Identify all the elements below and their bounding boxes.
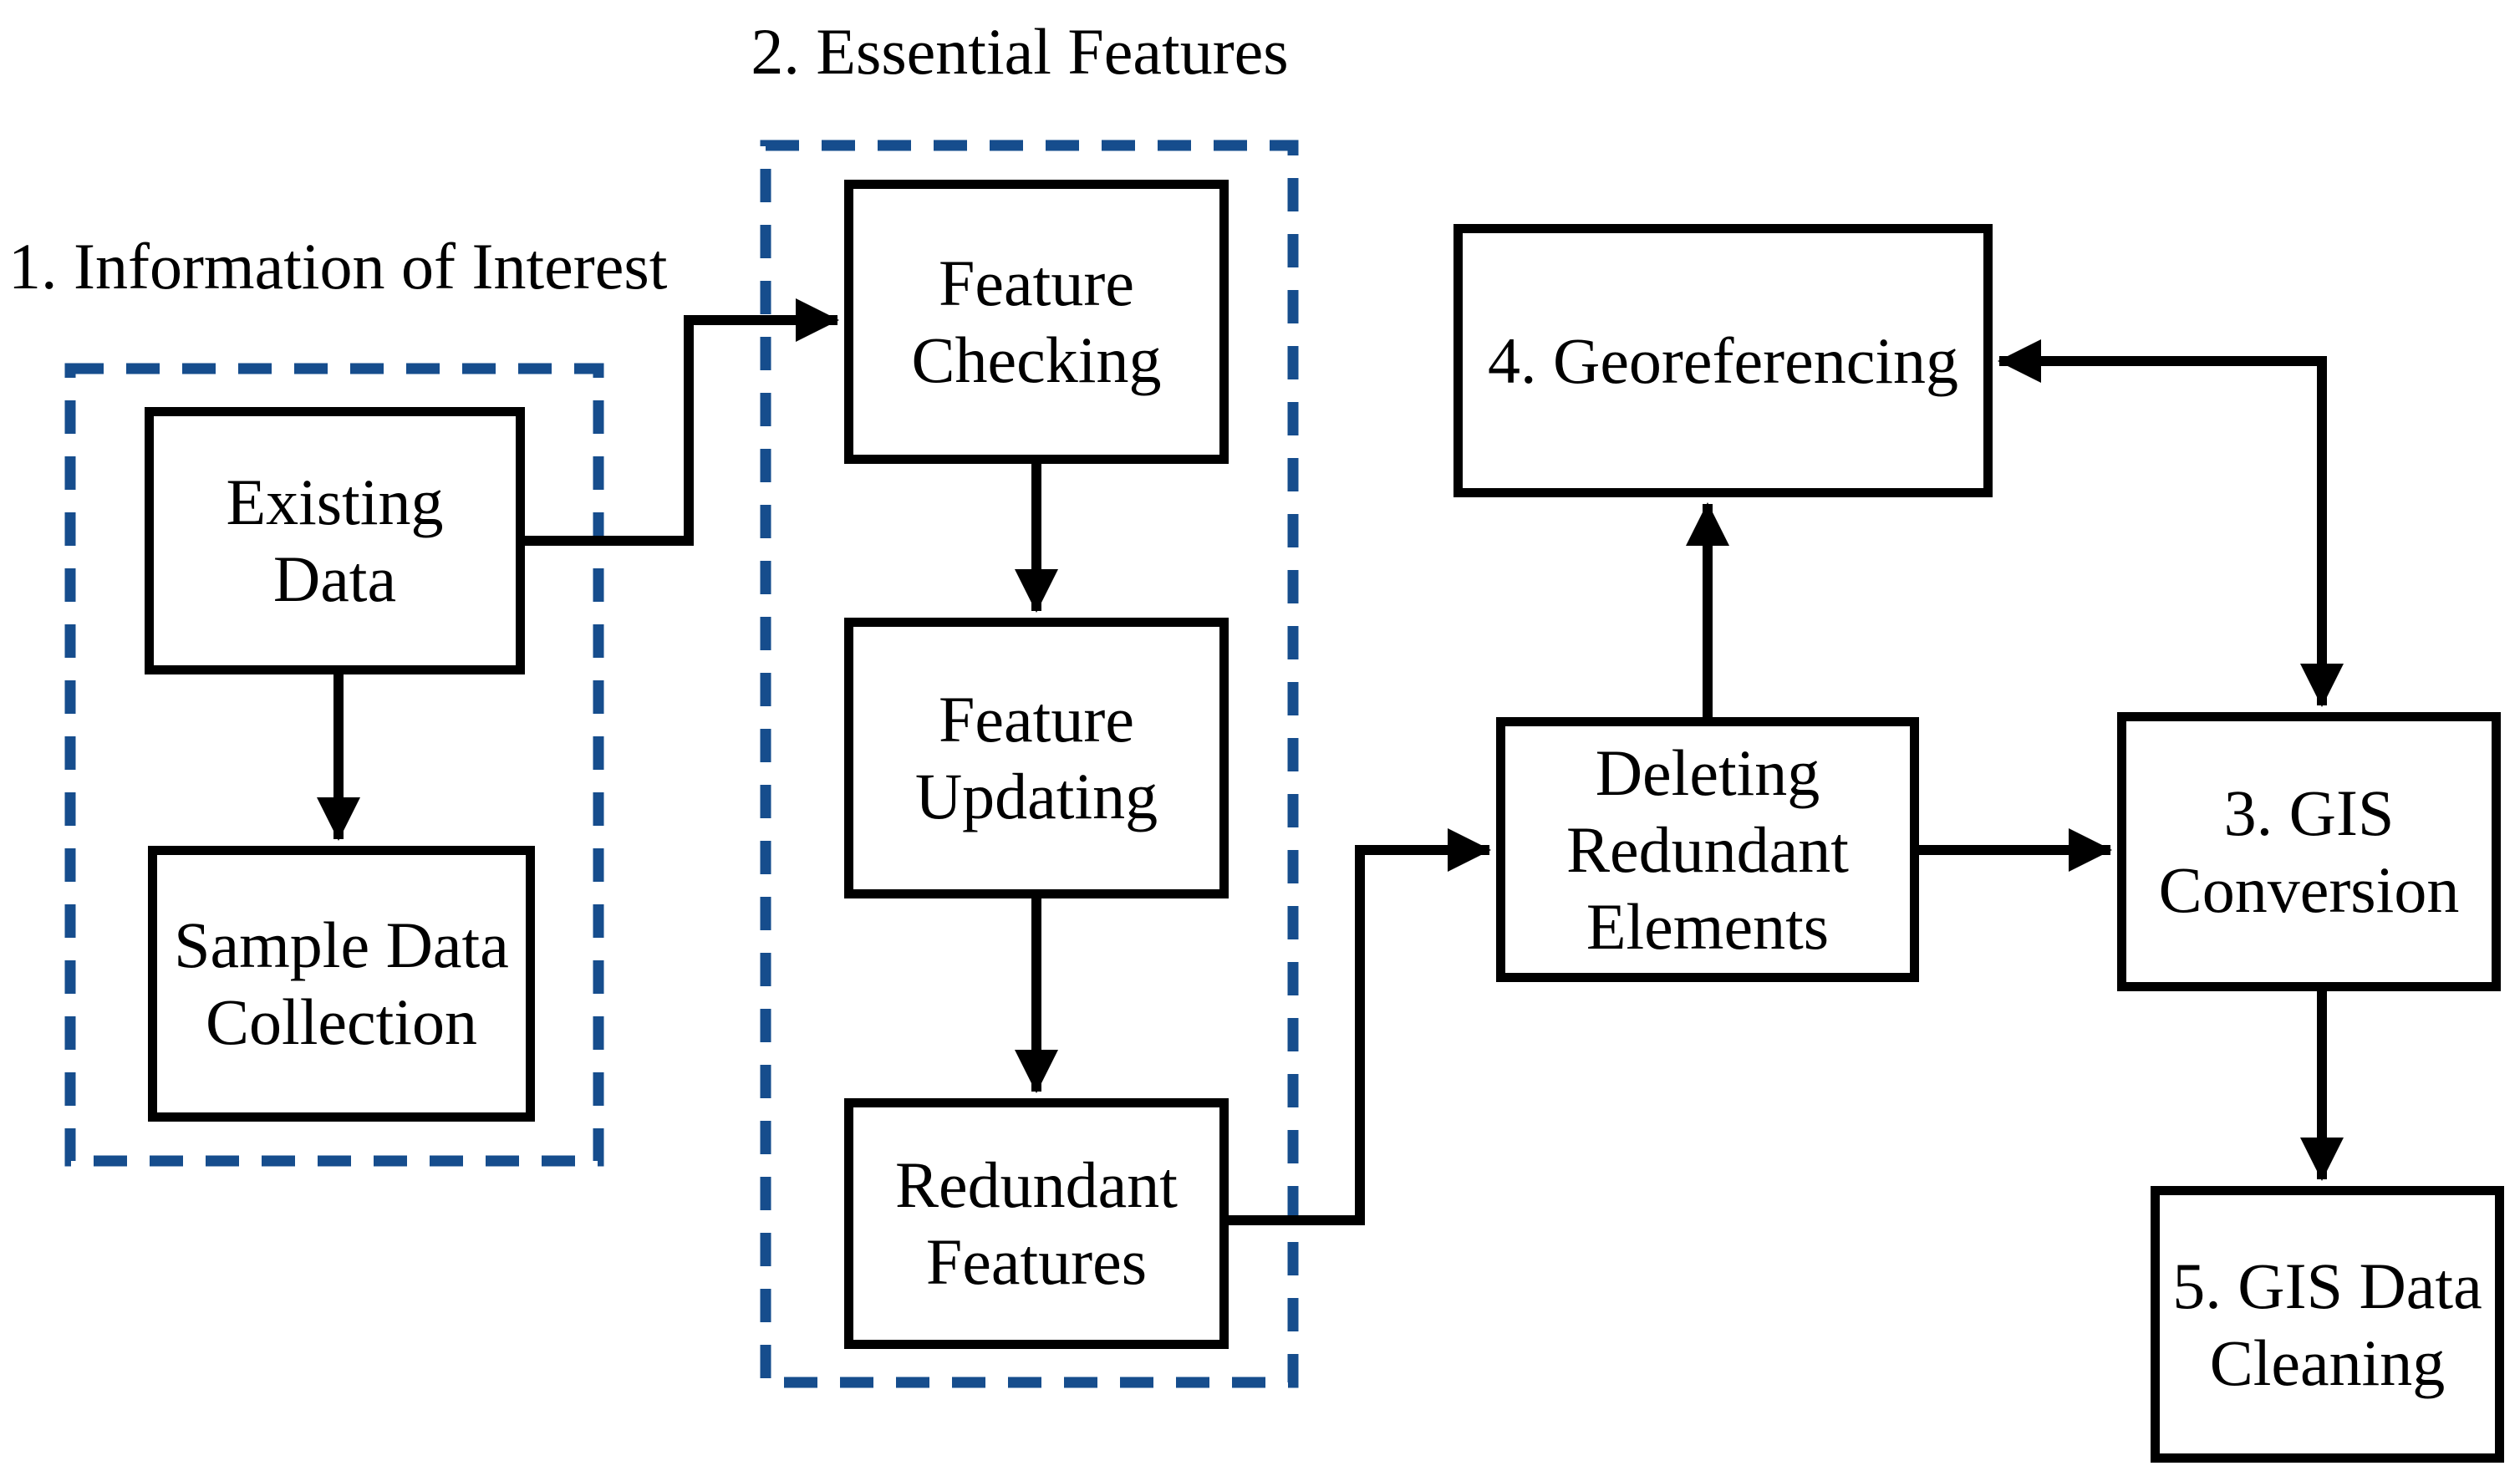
edge-existing-to-checking: [525, 298, 839, 546]
section-title-information-of-interest: 1. Information of Interest: [8, 230, 668, 303]
node-georeferencing: 4. Georeferencing: [1453, 224, 1993, 497]
node-deleting-redundant-elements: Deleting Redundant Elements: [1496, 717, 1919, 982]
edge-redundant-to-deleting: [1229, 828, 1491, 1225]
node-label: Existing Data: [226, 466, 444, 615]
node-gis-data-cleaning: 5. GIS Data Cleaning: [2151, 1186, 2504, 1463]
node-label: Feature Updating: [914, 683, 1158, 832]
section-title-essential-features: 2. Essential Features: [751, 15, 1289, 88]
node-label: 3. GIS Conversion: [2158, 776, 2460, 926]
node-feature-checking: Feature Checking: [844, 180, 1229, 464]
node-label: Redundant Features: [895, 1148, 1178, 1298]
node-sample-data-collection: Sample Data Collection: [148, 846, 535, 1122]
node-feature-updating: Feature Updating: [844, 618, 1229, 898]
node-existing-data: Existing Data: [145, 407, 525, 674]
node-label: 4. Georeferencing: [1487, 323, 1959, 397]
node-label: Feature Checking: [911, 247, 1162, 396]
node-redundant-features: Redundant Features: [844, 1098, 1229, 1349]
node-gis-conversion: 3. GIS Conversion: [2117, 712, 2501, 991]
node-label: Deleting Redundant Elements: [1566, 736, 1849, 963]
node-label: Sample Data Collection: [174, 909, 509, 1058]
group-2-dashed-boundary: [760, 140, 1299, 1388]
edge-georeferencing-gis-double: [1998, 339, 2344, 707]
node-label: 5. GIS Data Cleaning: [2172, 1249, 2482, 1399]
group-1-dashed-boundary: [64, 363, 604, 1167]
